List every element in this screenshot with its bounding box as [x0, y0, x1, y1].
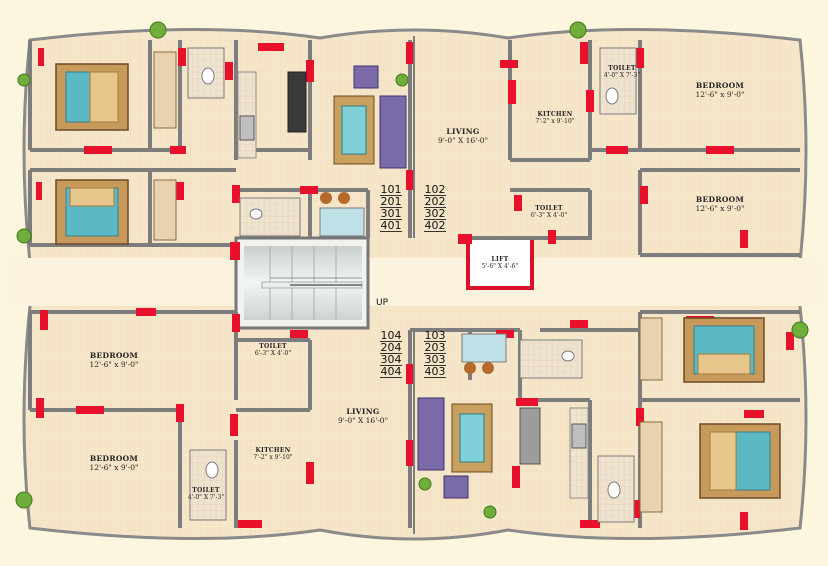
staircase — [261, 246, 363, 320]
living-label: LIVING 9'-0" X 16'-0" — [418, 127, 508, 145]
sofa-set — [417, 397, 493, 499]
flat-numbers-tr: 102 202 302 402 — [424, 184, 446, 232]
toilet-label: TOILET 4'-0" X 7'-3" — [184, 487, 228, 502]
sofa-set — [333, 65, 407, 169]
flat-number: 304 — [380, 353, 402, 366]
flat-number: 202 — [424, 195, 446, 208]
room-dimension: 12'-6" x 9'-0" — [89, 359, 139, 369]
bedroom-label: BEDROOM 12'-6" x 9'-0" — [670, 195, 770, 213]
room-title: LIVING — [346, 407, 380, 416]
room-title: BEDROOM — [89, 454, 139, 463]
door-markers — [36, 42, 794, 530]
flat-number: 204 — [380, 341, 402, 354]
room-dimension: 6'-3" X 4'-0" — [530, 211, 568, 219]
flat-number: 402 — [424, 219, 446, 232]
room-title: LIFT — [491, 256, 509, 263]
dining-table — [319, 192, 507, 374]
staircase-up-label: UP — [376, 298, 389, 308]
room-dimension: 12'-6" x 9'-0" — [89, 462, 139, 472]
flat-number: 102 — [424, 183, 446, 196]
flat-number: 201 — [380, 195, 402, 208]
room-title: TOILET — [535, 205, 563, 212]
flat-number: 303 — [424, 353, 446, 366]
toilet-fixtures — [187, 47, 637, 523]
room-title: BEDROOM — [695, 81, 745, 90]
room-title: TOILET — [608, 65, 636, 72]
toilet-label: TOILET 4'-0" X 7'-3" — [600, 65, 644, 80]
flat-number: 203 — [424, 341, 446, 354]
room-title: BEDROOM — [695, 195, 745, 204]
toilet-label: TOILET 6'-3" X 4'-0" — [248, 343, 298, 358]
room-dimension: 9'-0" X 16'-0" — [437, 135, 489, 145]
room-dimension: 12'-6" x 9'-0" — [695, 203, 745, 213]
bedroom-label: BEDROOM 12'-6" x 9'-0" — [64, 351, 164, 369]
kitchen-label: KITCHEN 7'-2" x 9'-10" — [244, 447, 302, 462]
room-dimension: 6'-3" X 4'-0" — [254, 349, 292, 357]
room-title: TOILET — [192, 487, 220, 494]
flat-number: 101 — [380, 183, 402, 196]
bedroom-label: BEDROOM 12'-6" x 9'-0" — [670, 81, 770, 99]
bed — [55, 179, 129, 245]
flat-numbers-bl: 104 204 304 404 — [380, 330, 402, 378]
kitchen-label: KITCHEN 7'-2" x 9'-10" — [526, 111, 584, 126]
flat-number: 401 — [380, 219, 402, 232]
flat-number: 103 — [424, 329, 446, 342]
room-title: KITCHEN — [255, 447, 291, 454]
bed — [699, 423, 781, 499]
wardrobe — [153, 51, 663, 513]
room-title: LIVING — [446, 127, 480, 136]
flat-numbers-br: 103 203 303 403 — [424, 330, 446, 378]
flat-number: 301 — [380, 207, 402, 220]
central-core — [6, 236, 822, 330]
room-title: KITCHEN — [537, 111, 573, 118]
room-dimension: 5'-6" X 4'-6" — [481, 262, 519, 270]
bed — [683, 317, 765, 383]
room-dimension: 7'-2" x 9'-10" — [535, 117, 575, 125]
living-label: LIVING 9'-0" X 16'-0" — [318, 407, 408, 425]
flat-numbers-tl: 101 201 301 401 — [380, 184, 402, 232]
toilet-label: TOILET 6'-3" X 4'-0" — [524, 205, 574, 220]
room-title: BEDROOM — [89, 351, 139, 360]
room-dimension: 12'-6" x 9'-0" — [695, 89, 745, 99]
kitchen-counter — [237, 71, 589, 499]
room-dimension: 4'-0" X 7'-3" — [603, 71, 641, 79]
flat-number: 403 — [424, 365, 446, 378]
room-dimension: 4'-0" X 7'-3" — [187, 493, 225, 501]
room-title: TOILET — [259, 343, 287, 350]
lift-label: LIFT 5'-6" X 4'-6" — [470, 256, 530, 271]
room-dimension: 9'-0" X 16'-0" — [337, 415, 389, 425]
room-dimension: 7'-2" x 9'-10" — [253, 453, 293, 461]
flat-number: 404 — [380, 365, 402, 378]
flat-number: 302 — [424, 207, 446, 220]
flat-number: 104 — [380, 329, 402, 342]
bedroom-label: BEDROOM 12'-6" x 9'-0" — [64, 454, 164, 472]
plant — [15, 21, 809, 519]
bed — [55, 63, 129, 131]
